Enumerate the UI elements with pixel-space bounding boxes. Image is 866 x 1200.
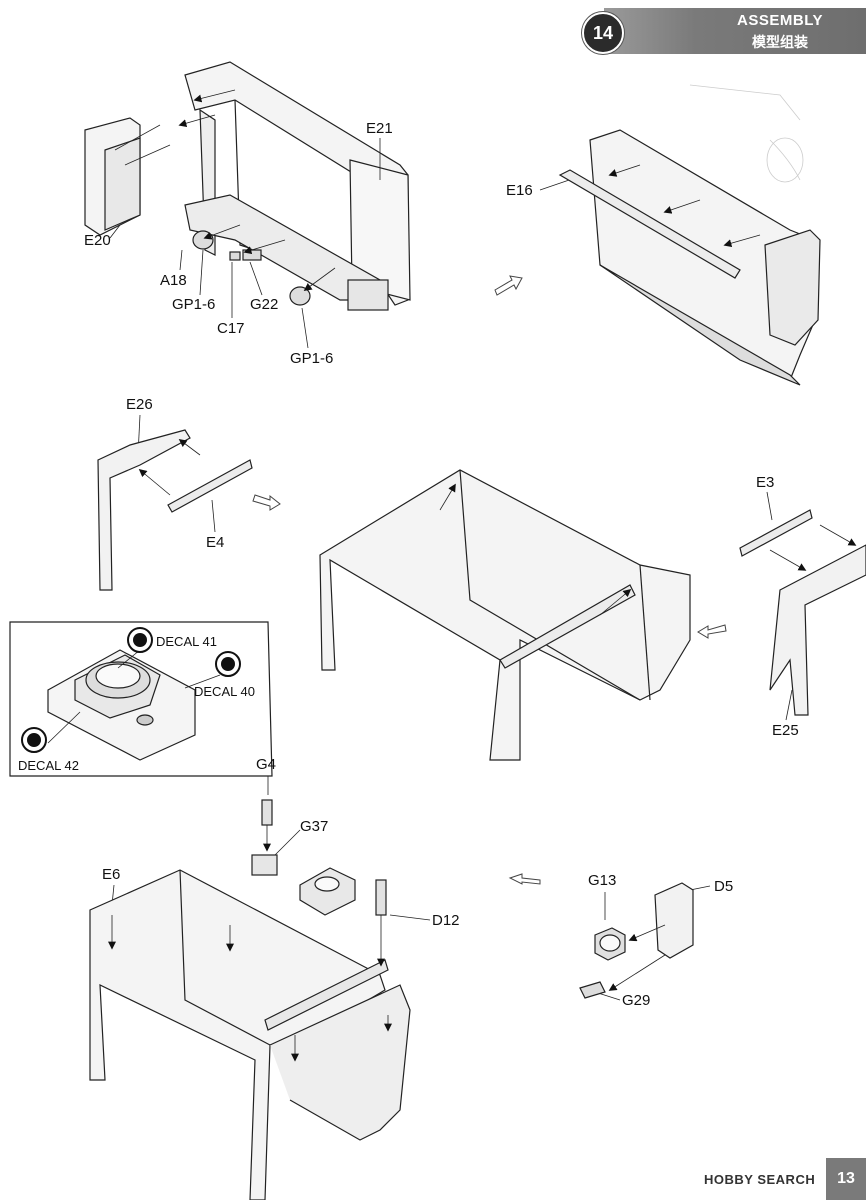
frame-subassembly-3 [97,429,253,591]
header-title: ASSEMBLY [737,12,823,29]
leader-lines [111,138,793,1001]
label-gp1-6-a: GP1-6 [172,296,216,313]
label-e21: E21 [366,120,393,137]
label-e6: E6 [102,866,121,883]
label-gp1-6-b: GP1-6 [290,350,334,367]
ghost-sketch [689,84,804,183]
label-e20: E20 [84,232,111,249]
label-decal-41: DECAL 41 [156,634,217,649]
decal-icon-40 [215,651,241,677]
flow-arrows [252,275,727,885]
decal-icon-42 [21,727,47,753]
header-subtitle: 模型组装 [752,35,808,51]
frame-subassembly-4 [319,469,691,761]
step-header-bar [604,8,866,54]
label-decal-40: DECAL 40 [194,684,255,699]
label-e26: E26 [126,396,153,413]
label-g37: G37 [300,818,329,835]
frame-subassembly-7 [579,882,694,999]
label-d5: D5 [714,878,734,895]
label-decal-42: DECAL 42 [18,758,79,773]
label-c17: C17 [217,320,245,337]
frame-subassembly-1 [84,61,411,311]
frame-subassembly-6 [89,799,411,1200]
watermark: HOBBY SEARCH [704,1172,816,1187]
label-e25: E25 [772,722,799,739]
step-number-badge: 14 [582,12,624,54]
label-g13: G13 [588,872,617,889]
frame-subassembly-2 [558,129,821,386]
frame-subassembly-5 [739,509,866,716]
label-g4: G4 [256,756,277,773]
decal-icon-41 [127,627,153,653]
decal-inset [9,621,273,777]
label-g29: G29 [622,992,651,1009]
label-g22: G22 [250,296,279,313]
label-e3: E3 [756,474,775,491]
page-number: 13 [826,1158,866,1200]
label-e16: E16 [506,182,533,199]
label-d12: D12 [432,912,460,929]
label-e4: E4 [206,534,225,551]
label-a18: A18 [160,272,187,289]
